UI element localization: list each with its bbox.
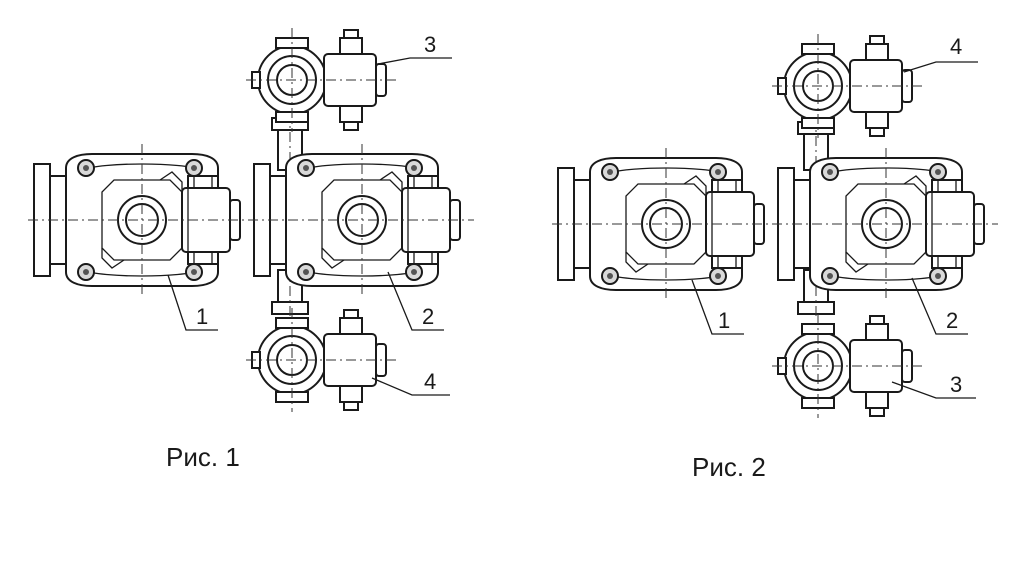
figure-1: 1 2 3 4 Рис. 1 (27, 27, 475, 472)
label-bottom-valve: 3 (950, 372, 962, 397)
label-main-right: 2 (946, 308, 958, 333)
leader-line-3 (891, 381, 976, 399)
leader-line-4 (903, 61, 978, 73)
main-valve-1 (27, 143, 255, 297)
pilot-valve-bottom (245, 307, 397, 413)
leader-line-2 (387, 271, 444, 331)
leader-line-1 (691, 279, 744, 335)
label-top-valve: 4 (950, 34, 962, 59)
figure-caption: Рис. 2 (692, 452, 766, 482)
label-main-left: 1 (718, 308, 730, 333)
figure-caption: Рис. 1 (166, 442, 240, 472)
figure-2: 1 2 4 3 Рис. 2 (551, 33, 999, 482)
label-main-right: 2 (422, 304, 434, 329)
pilot-valve-bottom (771, 313, 923, 419)
leader-line-1 (167, 274, 218, 331)
leader-line-4 (371, 377, 450, 396)
label-top-valve: 3 (424, 32, 436, 57)
leader-line-3 (377, 57, 452, 65)
label-bottom-valve: 4 (424, 369, 436, 394)
main-valve-1 (551, 147, 779, 301)
pilot-valve-top (771, 33, 923, 139)
leader-line-2 (911, 277, 968, 335)
label-main-left: 1 (196, 304, 208, 329)
pilot-valve-top (245, 27, 397, 133)
